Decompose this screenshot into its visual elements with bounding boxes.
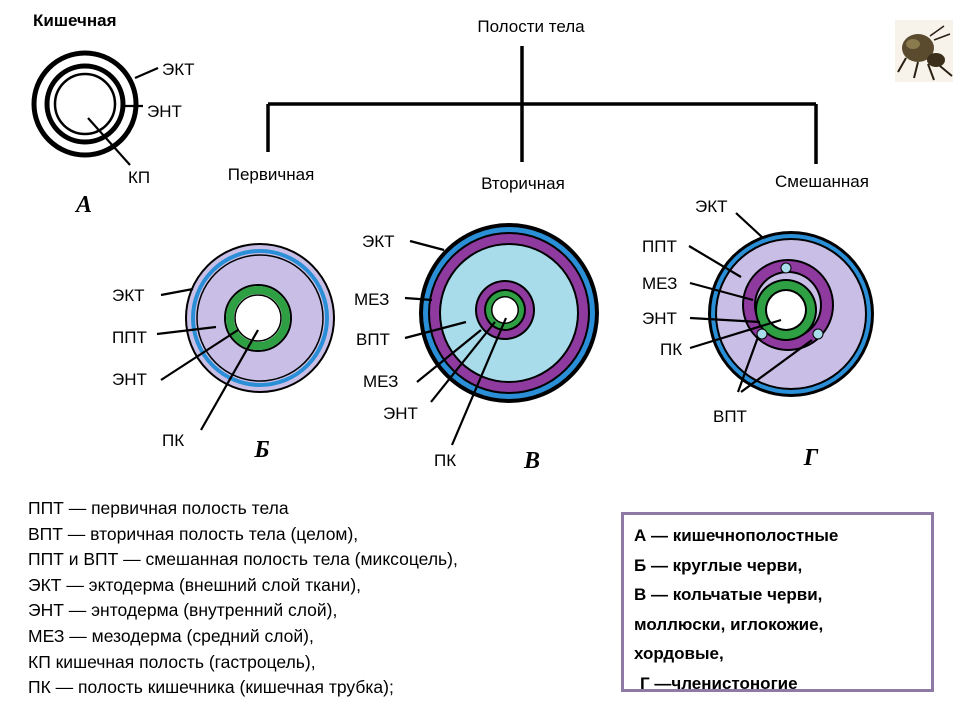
legend-line: ЭКТ — эктодерма (внешний слой ткани), bbox=[28, 574, 362, 595]
panel-g-coelom-left bbox=[756, 328, 768, 340]
taxa-line: В — кольчатые черви, bbox=[634, 585, 823, 604]
panel-a-coelenterate: Кишечная ЭКТ ЭНТ КП А bbox=[31, 11, 195, 218]
panel-a-kp-leader bbox=[87, 117, 131, 166]
legend-line: ПК — полость кишечника (кишечная трубка)… bbox=[28, 677, 394, 698]
panel-a-label-ent: ЭНТ bbox=[147, 102, 182, 121]
taxa-line: А — кишечнополостные bbox=[634, 526, 839, 545]
panel-g-label-pk: ПК bbox=[660, 340, 682, 359]
legend-line: ЭНТ — энтодерма (внутренний слой), bbox=[28, 600, 338, 621]
panel-g-pk-leader bbox=[689, 318, 782, 350]
panel-v-gut-lumen bbox=[492, 297, 518, 323]
panel-g-label-ent: ЭНТ bbox=[642, 309, 677, 328]
taxa-line: хордовые, bbox=[634, 644, 724, 663]
panel-b-ekt-leader bbox=[160, 287, 194, 297]
panel-g-gut-lumen bbox=[767, 291, 805, 329]
taxa-box: А — кишечнополостные Б — круглые черви, … bbox=[621, 512, 934, 693]
legend-line: КП кишечная полость (гастроцель), bbox=[28, 651, 316, 672]
panel-b-ppt-leader bbox=[156, 325, 217, 336]
panel-v-label-ent: ЭНТ bbox=[383, 404, 418, 423]
panel-v-pk-leader bbox=[450, 317, 508, 446]
panel-v-ekt-leader bbox=[409, 239, 445, 252]
taxa-line: моллюски, иглокожие, bbox=[634, 614, 824, 634]
panel-b-label-ppt: ППТ bbox=[112, 328, 147, 347]
panel-v-letter: В bbox=[523, 448, 540, 474]
tree-branch-primary: Первичная bbox=[228, 165, 315, 184]
panel-g-ekt-leader bbox=[735, 212, 764, 239]
panel-g-mixed-cavity: ЭКТ ППТ МЕЗ ЭНТ ПК ВПТ Г bbox=[642, 197, 874, 471]
panel-a-ectoderm-ring bbox=[31, 50, 139, 158]
panel-g-ent-leader bbox=[689, 316, 761, 324]
panel-a-title: Кишечная bbox=[33, 11, 117, 30]
legend-line: ППТ и ВПТ — смешанная полость тела (микс… bbox=[28, 549, 458, 570]
legend-line: ППТ — первичная полость тела bbox=[28, 498, 289, 518]
legend-line: ВПТ — вторичная полость тела (целом), bbox=[28, 523, 359, 544]
panel-g-letter: Г bbox=[803, 445, 819, 471]
cavity-tree: Полости тела Первичная Вторичная Смешанн… bbox=[228, 17, 869, 193]
panel-v-label-mez: МЕЗ bbox=[354, 290, 389, 309]
panel-g-vpt-leaders bbox=[736, 336, 813, 393]
tree-branch-secondary: Вторичная bbox=[481, 174, 565, 193]
panel-v-mez2-leader bbox=[416, 329, 482, 383]
panel-b-label-pk: ПК bbox=[162, 431, 184, 450]
panel-v-vpt-leader bbox=[404, 320, 467, 340]
panel-g-ppt-leader bbox=[688, 245, 742, 278]
panel-v-ent-leader bbox=[430, 321, 496, 403]
insect-picture bbox=[895, 20, 953, 82]
panel-v-mez-leader bbox=[404, 296, 433, 302]
panel-a-endoderm-ring bbox=[44, 63, 126, 145]
panel-v-secondary-cavity: ЭКТ МЕЗ ВПТ МЕЗ ЭНТ ПК В bbox=[354, 223, 599, 474]
panel-a-label-kp: КП bbox=[128, 168, 150, 187]
tree-root-label: Полости тела bbox=[477, 17, 585, 36]
taxa-line: Б — круглые черви, bbox=[634, 555, 803, 575]
taxa-line: Г —членистоногие bbox=[640, 673, 798, 693]
panel-g-label-mez: МЕЗ bbox=[642, 274, 677, 293]
panel-v-label-vpt: ВПТ bbox=[356, 330, 390, 349]
panel-a-gut-cavity bbox=[53, 72, 117, 136]
tree-connectors bbox=[266, 46, 818, 164]
panel-v-label-mez2: МЕЗ bbox=[363, 372, 398, 391]
panel-g-label-vpt: ВПТ bbox=[713, 407, 747, 426]
panel-b-ent-leader bbox=[160, 329, 239, 381]
panel-a-ekt-leader bbox=[134, 66, 159, 80]
panel-g-coelom-right bbox=[812, 328, 824, 340]
panel-g-mez-leader bbox=[689, 281, 754, 302]
panel-b-endoderm bbox=[226, 286, 290, 350]
panel-b-letter: Б bbox=[253, 437, 269, 463]
tree-branch-mixed: Смешанная bbox=[775, 172, 869, 191]
panel-a-label-ekt: ЭКТ bbox=[162, 60, 195, 79]
panel-b-ectoderm bbox=[191, 249, 329, 387]
panel-a-letter: А bbox=[74, 192, 92, 218]
panel-v-label-pk: ПК bbox=[434, 451, 456, 470]
panel-v-label-ekt: ЭКТ bbox=[362, 232, 395, 251]
panel-b-label-ent: ЭНТ bbox=[112, 370, 147, 389]
panel-g-label-ekt: ЭКТ bbox=[695, 197, 728, 216]
panel-g-coelom-top bbox=[780, 262, 792, 274]
panel-b-pk-leader bbox=[200, 329, 259, 431]
abbreviation-legend: ППТ — первичная полость тела ВПТ — втори… bbox=[28, 496, 608, 701]
panel-b-gut-lumen bbox=[234, 294, 282, 342]
legend-line: МЕЗ — мезодерма (средний слой), bbox=[28, 625, 314, 646]
panel-b-label-ekt: ЭКТ bbox=[112, 286, 145, 305]
panel-b-primary-cavity: ЭКТ ППТ ЭНТ ПК Б bbox=[112, 243, 335, 463]
panel-g-label-ppt: ППТ bbox=[642, 237, 677, 256]
